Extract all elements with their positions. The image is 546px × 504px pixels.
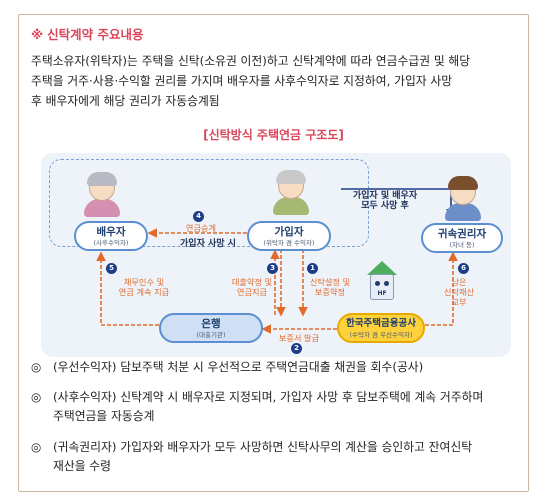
node-spouse: 배우자 (사후수익자) [74,221,148,251]
hf-badge: HF [377,290,387,297]
step-number-6: 6 [458,263,469,274]
step-number-3: 3 [267,263,278,274]
spouse-label: 배우자 [96,226,126,238]
label-step2: 보증서 발급 [278,333,320,343]
label-on-death: 가입자 사망 시 [180,239,236,249]
hf-sub: (수탁자 겸 우선수익자) [349,331,413,339]
subscriber-sub: (위탁자 겸 수익자) [263,239,315,247]
bullet-line: 재산을 수령 [53,459,112,473]
arrow-step6 [425,251,458,326]
heir-sub: (자녀 등) [449,241,475,249]
step-number-4: 4 [193,211,204,222]
intro-paragraph: 주택소유자(위탁자)는 주택을 신탁(소유권 이전)하고 신탁계약에 따라 연금… [31,51,517,111]
hf-label: 한국주택금융공사 [346,318,416,329]
bullet-line: (귀속권리자) 가입자와 배우자가 모두 사망하면 신탁사무의 계산을 승인하고… [53,440,473,454]
intro-line: 주택을 거주·사용·수익할 권리를 가지며 배우자를 사후수익자로 지정하여, … [31,74,453,88]
bullet-line: (사후수익자) 신탁계약 시 배우자로 지정되며, 가입자 사망 후 담보주택에… [53,390,484,404]
spouse-avatar [80,171,124,217]
title-mark: ※ [31,27,44,42]
label-step5: 채무인수 및 연금 계속 지급 [118,277,170,297]
spouse-sub: (사후수익자) [93,239,129,247]
bank-sub: (대출기관) [196,331,226,339]
bullet-symbol: ◎ [31,390,42,404]
bank-label: 은행 [201,318,221,330]
content-frame: ※신탁계약 주요내용 주택소유자(위탁자)는 주택을 신탁(소유권 이전)하고 … [18,14,529,492]
subscriber-avatar [269,169,313,215]
arrow-step5 [96,251,159,326]
heir-avatar [441,175,485,221]
title-text: 신탁계약 주요내용 [47,27,144,42]
intro-line: 후 배우자에게 해당 권리가 자동승계됨 [31,94,220,108]
structure-diagram: 배우자 (사후수익자) 가입자 (위탁자 겸 수익자) 귀속권리자 (자녀 등)… [41,153,511,357]
label-both-dead: 가입자 및 배우자 모두 사망 후 [352,191,418,211]
label-step1: 신탁설정 및 보증약정 [309,277,351,297]
intro-line: 주택소유자(위탁자)는 주택을 신탁(소유권 이전)하고 신탁계약에 따라 연금… [31,54,471,68]
bullet-symbol: ◎ [31,360,42,374]
node-hf: 한국주택금융공사 (수탁자 겸 우선수익자) [337,313,425,343]
label-step6: 남은 신탁재산 교부 [443,277,475,307]
step-number-5: 5 [106,263,117,274]
node-heir: 귀속권리자 (자녀 등) [421,223,503,253]
diagram-title: [신탁방식 주택연금 구조도] [203,128,344,142]
heir-label: 귀속권리자 [437,228,487,240]
node-bank: 은행 (대출기관) [159,313,263,343]
family-group-box [49,159,369,247]
bullet-line: (우선수익자) 담보주택 처분 시 우선적으로 주택연금대출 채권을 회수(공사… [53,360,424,374]
label-step3: 대출약정 및 연금지급 [231,277,273,297]
bullet-symbol: ◎ [31,440,42,454]
section-title: ※신탁계약 주요내용 [31,24,144,43]
hf-mascot-icon: HF [367,261,397,305]
bullet-line: 주택연금을 자동승계 [53,409,155,423]
subscriber-label: 가입자 [274,226,304,238]
node-subscriber: 가입자 (위탁자 겸 수익자) [247,221,331,251]
step-number-2: 2 [291,343,302,354]
label-succession: 연금승계 [185,223,217,233]
step-number-1: 1 [307,263,318,274]
